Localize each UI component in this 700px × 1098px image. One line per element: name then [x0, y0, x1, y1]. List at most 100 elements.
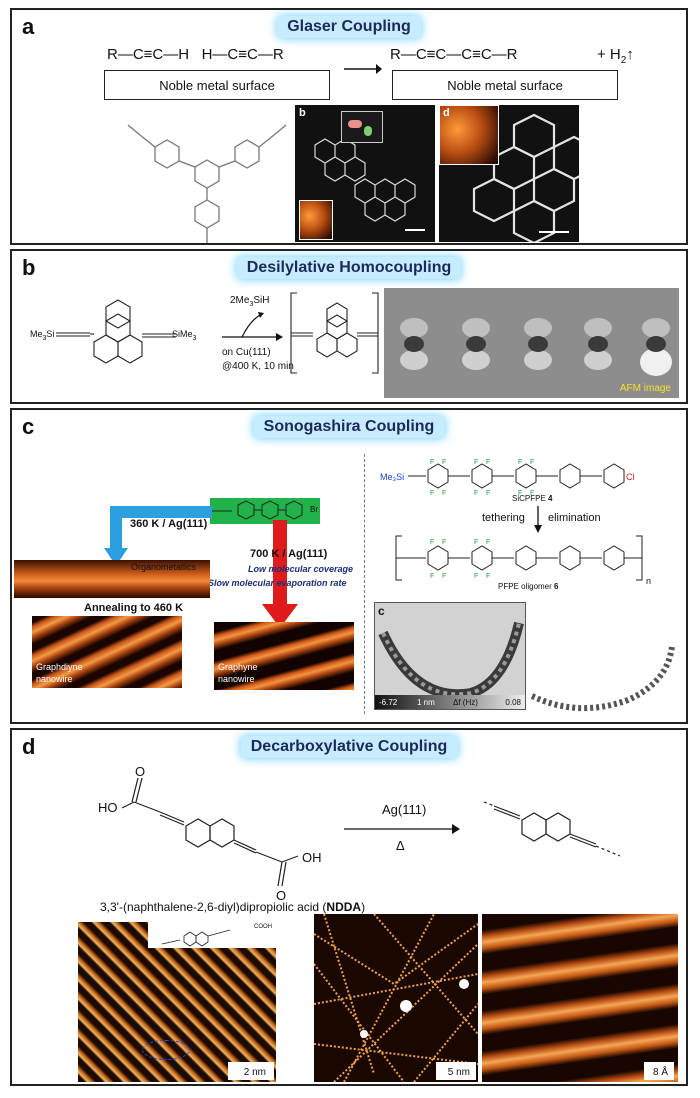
svg-text:F: F: [486, 573, 490, 580]
delta-label: Δ: [396, 838, 405, 853]
svg-text:F: F: [430, 490, 434, 496]
ndda-abbr: NDDA: [326, 900, 362, 914]
sime3-right: SiMe3: [172, 329, 196, 342]
svg-text:F: F: [486, 459, 490, 466]
byproduct-sub: 2: [620, 55, 627, 66]
surface-label-right: Noble metal surface: [447, 77, 563, 93]
tethering-label: tethering: [482, 512, 525, 524]
oh-label: OH: [302, 850, 322, 865]
sime-right-sub: 3: [192, 334, 197, 342]
si-left: Si: [46, 329, 55, 339]
panel-letter-d: d: [22, 734, 36, 759]
green-monomer-highlight: Br: [210, 498, 320, 524]
svg-text:F: F: [530, 459, 534, 466]
ndda-close: ): [361, 900, 366, 914]
annealing-label: Annealing to 460 K: [84, 602, 184, 614]
panel-title-b: Desilylative Homocoupling: [236, 257, 462, 279]
note-low-coverage: Low molecular coverage: [248, 564, 354, 574]
anthracene-monomer: [56, 299, 176, 364]
svg-text:F: F: [430, 573, 434, 580]
panel-title-d: Decarboxylative Coupling: [240, 736, 458, 758]
condition-temp: @400 K, 10 min: [222, 361, 294, 372]
panel-title-a: Glaser Coupling: [277, 16, 421, 38]
stm-chains-overview: 5 nm: [314, 914, 478, 1082]
panel-c: c Sonogashira Coupling Br 360 K / Ag(111…: [10, 408, 688, 724]
catalyst-label: Ag(111): [382, 802, 427, 817]
stm-b-texture: [314, 138, 416, 222]
panel-a: a Glaser Coupling R—C≡C—H H—C≡C—R R—C≡C—…: [10, 8, 688, 245]
graphyne-label-2: nanowire: [218, 674, 255, 684]
note-slow-evaporation: Slow molecular evaporation rate: [208, 578, 347, 588]
byproduct-me-sub: 3: [249, 301, 254, 308]
unit-cell-ellipse: [142, 1040, 190, 1060]
graphyne-stm: Graphyne nanowire: [214, 622, 354, 690]
surface-box-right: Noble metal surface: [392, 70, 618, 100]
oligomer-name: PFPE oligomer 6: [498, 582, 558, 591]
ndda-compound-name: 3,3'-(naphthalene-2,6-diyl)dipropiolic a…: [100, 900, 365, 914]
byproduct-text: + H2↑: [597, 46, 634, 66]
tris-phenyl-molecule: [127, 124, 287, 243]
scalebar-2nm-label: 2 nm: [243, 1067, 266, 1078]
svg-text:F: F: [486, 539, 490, 546]
inset-blob-red: [348, 120, 362, 128]
stm-ndda-lattice: COOH 2 nm: [78, 922, 276, 1082]
nc-afm-scale-label: 1 nm: [417, 698, 435, 707]
svg-text:F: F: [486, 490, 490, 496]
svg-text:F: F: [442, 459, 446, 466]
scalebar-8a-label: 8 Å: [652, 1067, 668, 1078]
svg-text:F: F: [442, 539, 446, 546]
nc-afm-letter: c: [378, 604, 385, 618]
reaction-arrow: [344, 64, 382, 74]
svg-text:F: F: [430, 539, 434, 546]
ndda-name-text: 3,3'-(naphthalene-2,6-diyl)dipropiolic a…: [100, 900, 327, 914]
panel-letter-a: a: [22, 14, 35, 39]
afm-image-label: AFM image: [619, 383, 671, 394]
o-bottom-label: O: [276, 888, 287, 903]
stm-d-inset: [439, 105, 499, 165]
oligomer-number: 6: [554, 582, 559, 591]
condition-cu111: on Cu(111): [222, 347, 271, 358]
graphdiyne-label-2: nanowire: [36, 674, 73, 684]
inset-ndda-molecule: [161, 929, 231, 947]
nc-afm-scale-strip: [375, 695, 525, 709]
monomer-number: 4: [548, 494, 553, 503]
stm-b-inset-top: [341, 111, 383, 143]
svg-text:F: F: [474, 573, 478, 580]
oligomer-name-text: PFPE oligomer: [498, 582, 552, 591]
stm-chains-texture: [314, 914, 478, 1082]
inset-letter-d: d: [443, 107, 450, 119]
me-left: Me: [30, 329, 43, 339]
me3si-left: Me3Si: [30, 329, 54, 342]
sime-right: SiMe: [172, 329, 193, 339]
byproduct-me3sih: 2Me3SiH: [230, 295, 269, 308]
oligomer-n: n: [646, 576, 652, 586]
scalebar-8a-box: [644, 1062, 674, 1080]
monomer-name-text: SiCPFPE: [512, 494, 546, 503]
svg-text:F: F: [518, 490, 522, 496]
scalebar-b: [405, 229, 425, 231]
svg-text:F: F: [474, 490, 478, 496]
monomer-name: SiCPFPE 4: [512, 494, 552, 503]
inset-letter-b: b: [299, 107, 306, 119]
cooh-label: COOH: [254, 924, 272, 930]
afm-texture: [400, 318, 672, 376]
stm-chains-zoom: 8 Å: [482, 914, 678, 1082]
surface-box-left: Noble metal surface: [104, 70, 330, 100]
ho-label: HO: [98, 800, 118, 815]
reaction-arrow-d: [344, 824, 460, 834]
svg-text:F: F: [518, 459, 522, 466]
oligomer-chain-model: [530, 645, 675, 712]
graphdiyne-stm: Graphdiyne nanowire: [32, 616, 182, 688]
br-label: Br: [310, 505, 318, 514]
scalebar-d: [539, 231, 569, 233]
panel-letter-c: c: [22, 414, 35, 439]
svg-text:F: F: [530, 490, 534, 496]
nc-afm-df: Δf (Hz): [453, 698, 478, 707]
ndda-structure: [121, 777, 299, 887]
svg-text:F: F: [442, 490, 446, 496]
graphyne-label-1: Graphyne: [218, 662, 258, 672]
blue-arrow: [104, 506, 212, 566]
me-left-sub: 3: [42, 334, 47, 342]
cl-label: Cl: [626, 472, 635, 482]
